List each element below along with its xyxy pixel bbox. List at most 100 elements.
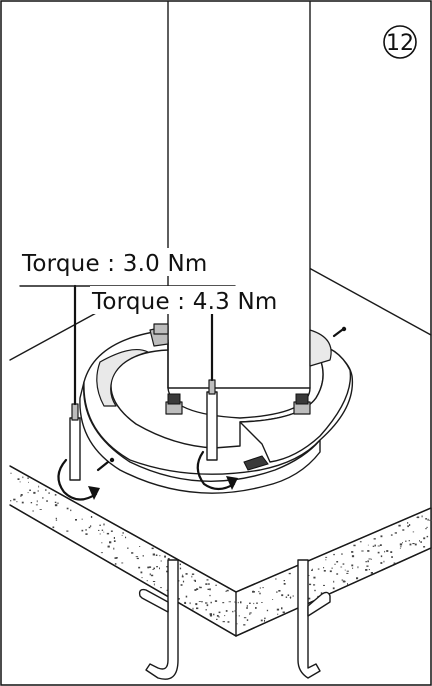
concrete-speck (426, 535, 429, 538)
concrete-speck (100, 552, 103, 554)
concrete-speck (127, 547, 129, 549)
concrete-speck (309, 583, 312, 586)
concrete-speck (361, 550, 364, 552)
concrete-speck (36, 500, 38, 503)
concrete-speck (159, 555, 161, 557)
concrete-speck (386, 550, 389, 552)
concrete-speck (380, 562, 383, 564)
concrete-speck (383, 560, 385, 563)
concrete-speck (329, 570, 332, 573)
concrete-speck (101, 542, 103, 544)
callout-torque-3nm: Torque : 3.0 Nm (21, 251, 207, 277)
concrete-speck (28, 481, 29, 483)
concrete-speck (344, 569, 346, 571)
concrete-speck (113, 537, 115, 539)
concrete-speck (54, 501, 57, 503)
concrete-speck (256, 602, 258, 604)
concrete-speck (246, 605, 248, 607)
concrete-speck (243, 617, 247, 619)
concrete-speck (114, 557, 117, 559)
concrete-speck (184, 601, 186, 603)
concrete-speck (152, 569, 154, 570)
concrete-speck (341, 579, 344, 581)
concrete-speck (325, 556, 328, 558)
concrete-speck (141, 577, 143, 579)
concrete-speck (218, 611, 221, 614)
concrete-speck (209, 613, 212, 616)
concrete-speck (367, 550, 370, 552)
concrete-speck (159, 567, 160, 570)
concrete-speck (209, 588, 211, 591)
concrete-speck (336, 573, 339, 575)
concrete-speck (164, 555, 166, 558)
concrete-speck (75, 519, 77, 521)
concrete-speck (262, 587, 264, 589)
concrete-speck (48, 492, 50, 494)
concrete-speck (156, 566, 158, 568)
concrete-speck (399, 547, 401, 549)
concrete-speck (423, 546, 426, 548)
concrete-speck (56, 502, 59, 504)
concrete-speck (90, 516, 93, 518)
concrete-speck (357, 566, 359, 569)
concrete-speck (81, 518, 83, 520)
concrete-speck (356, 577, 359, 580)
concrete-speck (234, 601, 237, 603)
concrete-speck (90, 525, 92, 527)
concrete-speck (209, 594, 211, 597)
concrete-speck (308, 597, 311, 600)
concrete-speck (255, 607, 257, 609)
concrete-speck (243, 624, 246, 626)
cover-opening (96, 349, 149, 407)
concrete-speck (380, 555, 383, 558)
concrete-speck (341, 553, 343, 555)
concrete-speck (390, 551, 393, 553)
concrete-speck (196, 588, 199, 590)
concrete-speck (323, 567, 325, 569)
bolt-head-front (243, 455, 269, 471)
concrete-speck (412, 543, 415, 545)
concrete-speck (408, 540, 410, 542)
concrete-speck (276, 608, 280, 611)
concrete-speck (215, 584, 217, 586)
concrete-speck (191, 573, 195, 575)
concrete-speck (201, 601, 203, 603)
collar-right (309, 329, 332, 367)
concrete-speck (121, 562, 124, 564)
concrete-speck (192, 607, 194, 610)
concrete-speck (10, 472, 12, 474)
concrete-speck (249, 612, 252, 614)
concrete-speck (180, 584, 183, 586)
concrete-speck (323, 584, 325, 586)
concrete-speck (278, 590, 281, 592)
pole-base (167, 387, 311, 419)
concrete-speck (182, 580, 185, 583)
concrete-speck (13, 498, 16, 501)
concrete-speck (429, 519, 432, 521)
concrete-speck (331, 567, 333, 569)
concrete-speck (266, 609, 269, 612)
concrete-speck (425, 518, 427, 520)
concrete-speck (17, 478, 20, 480)
concrete-speck (207, 588, 210, 590)
concrete-speck (313, 576, 316, 579)
concrete-speck (178, 598, 180, 600)
base-flange (79, 329, 354, 494)
concrete-speck (22, 476, 24, 479)
screw-marks (96, 326, 347, 472)
concrete-speck (405, 540, 407, 542)
concrete-speck (277, 613, 279, 615)
concrete-speck (45, 489, 47, 491)
concrete-speck (55, 517, 57, 520)
concrete-speck (152, 581, 156, 582)
concrete-speck (140, 571, 143, 574)
concrete-speck (287, 594, 290, 596)
concrete-speck (258, 591, 260, 593)
concrete-speck (333, 580, 335, 583)
concrete-speck (198, 601, 201, 602)
concrete-speck (206, 604, 209, 607)
concrete-speck (54, 504, 58, 507)
concrete-speck (149, 573, 151, 576)
